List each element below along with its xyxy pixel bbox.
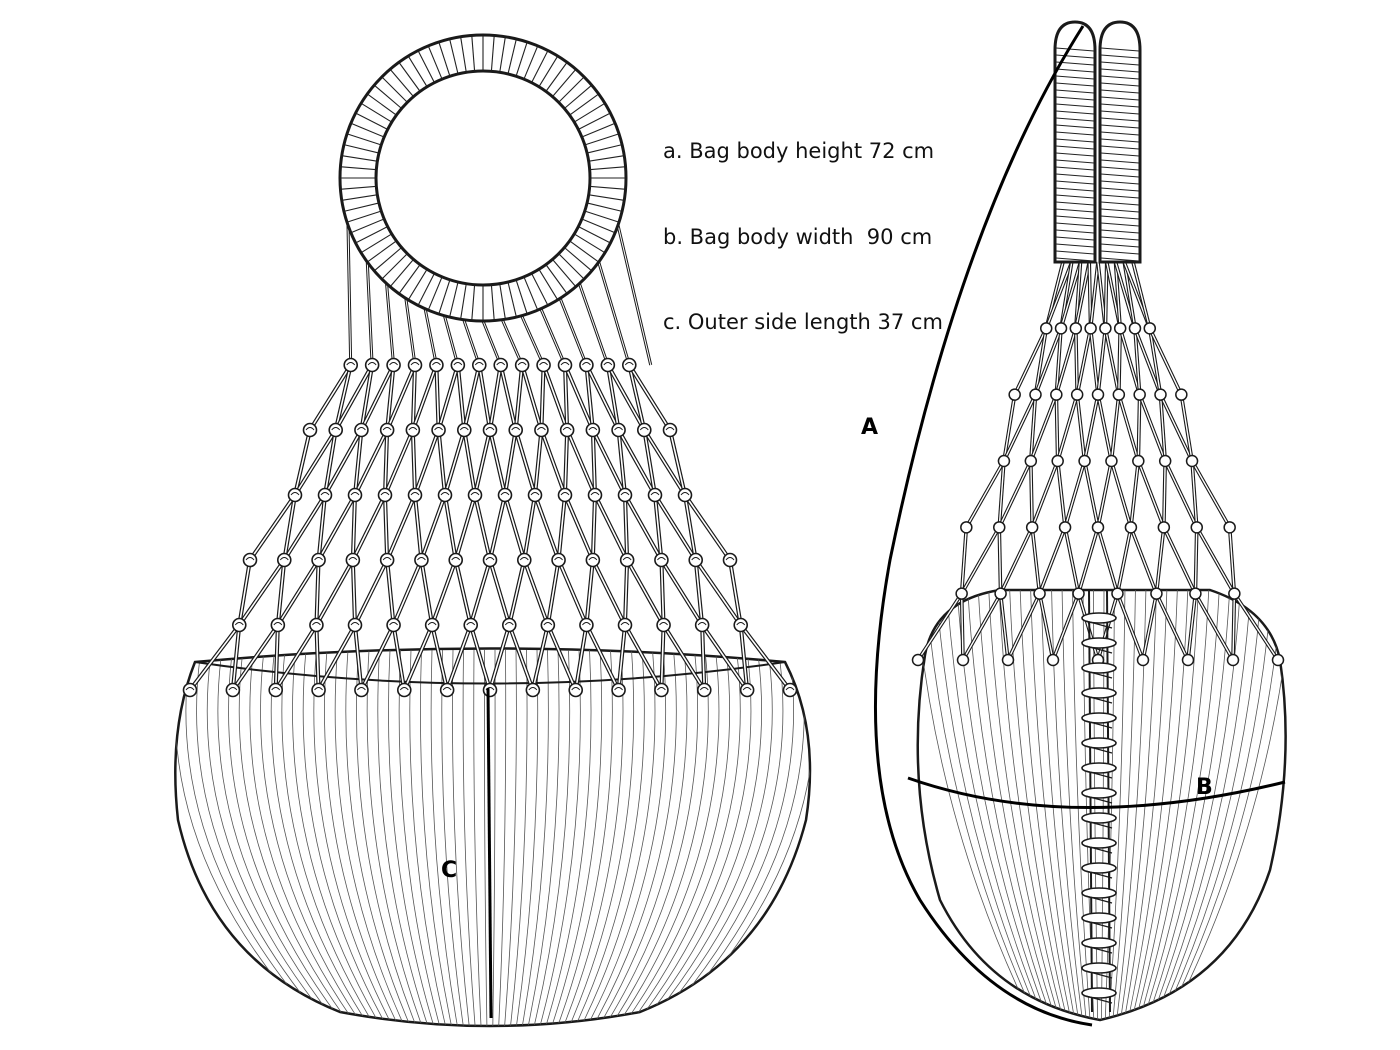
side-rope-net (911, 261, 1285, 667)
legend-item-b: b. Bag body width 90 cm (663, 224, 933, 249)
front-ring-handle (338, 33, 628, 323)
dimension-legend: a. Bag body height 72 cm b. Bag body wid… (663, 80, 943, 365)
front-rope-net (182, 224, 798, 698)
label-b: B (1196, 775, 1213, 800)
dimension-c-line (486, 687, 493, 1019)
front-bag-body (174, 647, 812, 1028)
label-c: C (441, 858, 458, 883)
lacing-seam (1081, 589, 1117, 1013)
legend-item-c: c. Outer side length 37 cm (663, 310, 943, 334)
side-bag-body (916, 588, 1287, 1022)
side-handles (1053, 20, 1142, 264)
dimension-a-line (873, 25, 1093, 1027)
dimension-b-line (907, 776, 1286, 809)
legend-item-a: a. Bag body height 72 cm (663, 139, 935, 163)
front-view (174, 33, 812, 1028)
side-view (873, 20, 1287, 1027)
label-a: A (861, 415, 879, 440)
